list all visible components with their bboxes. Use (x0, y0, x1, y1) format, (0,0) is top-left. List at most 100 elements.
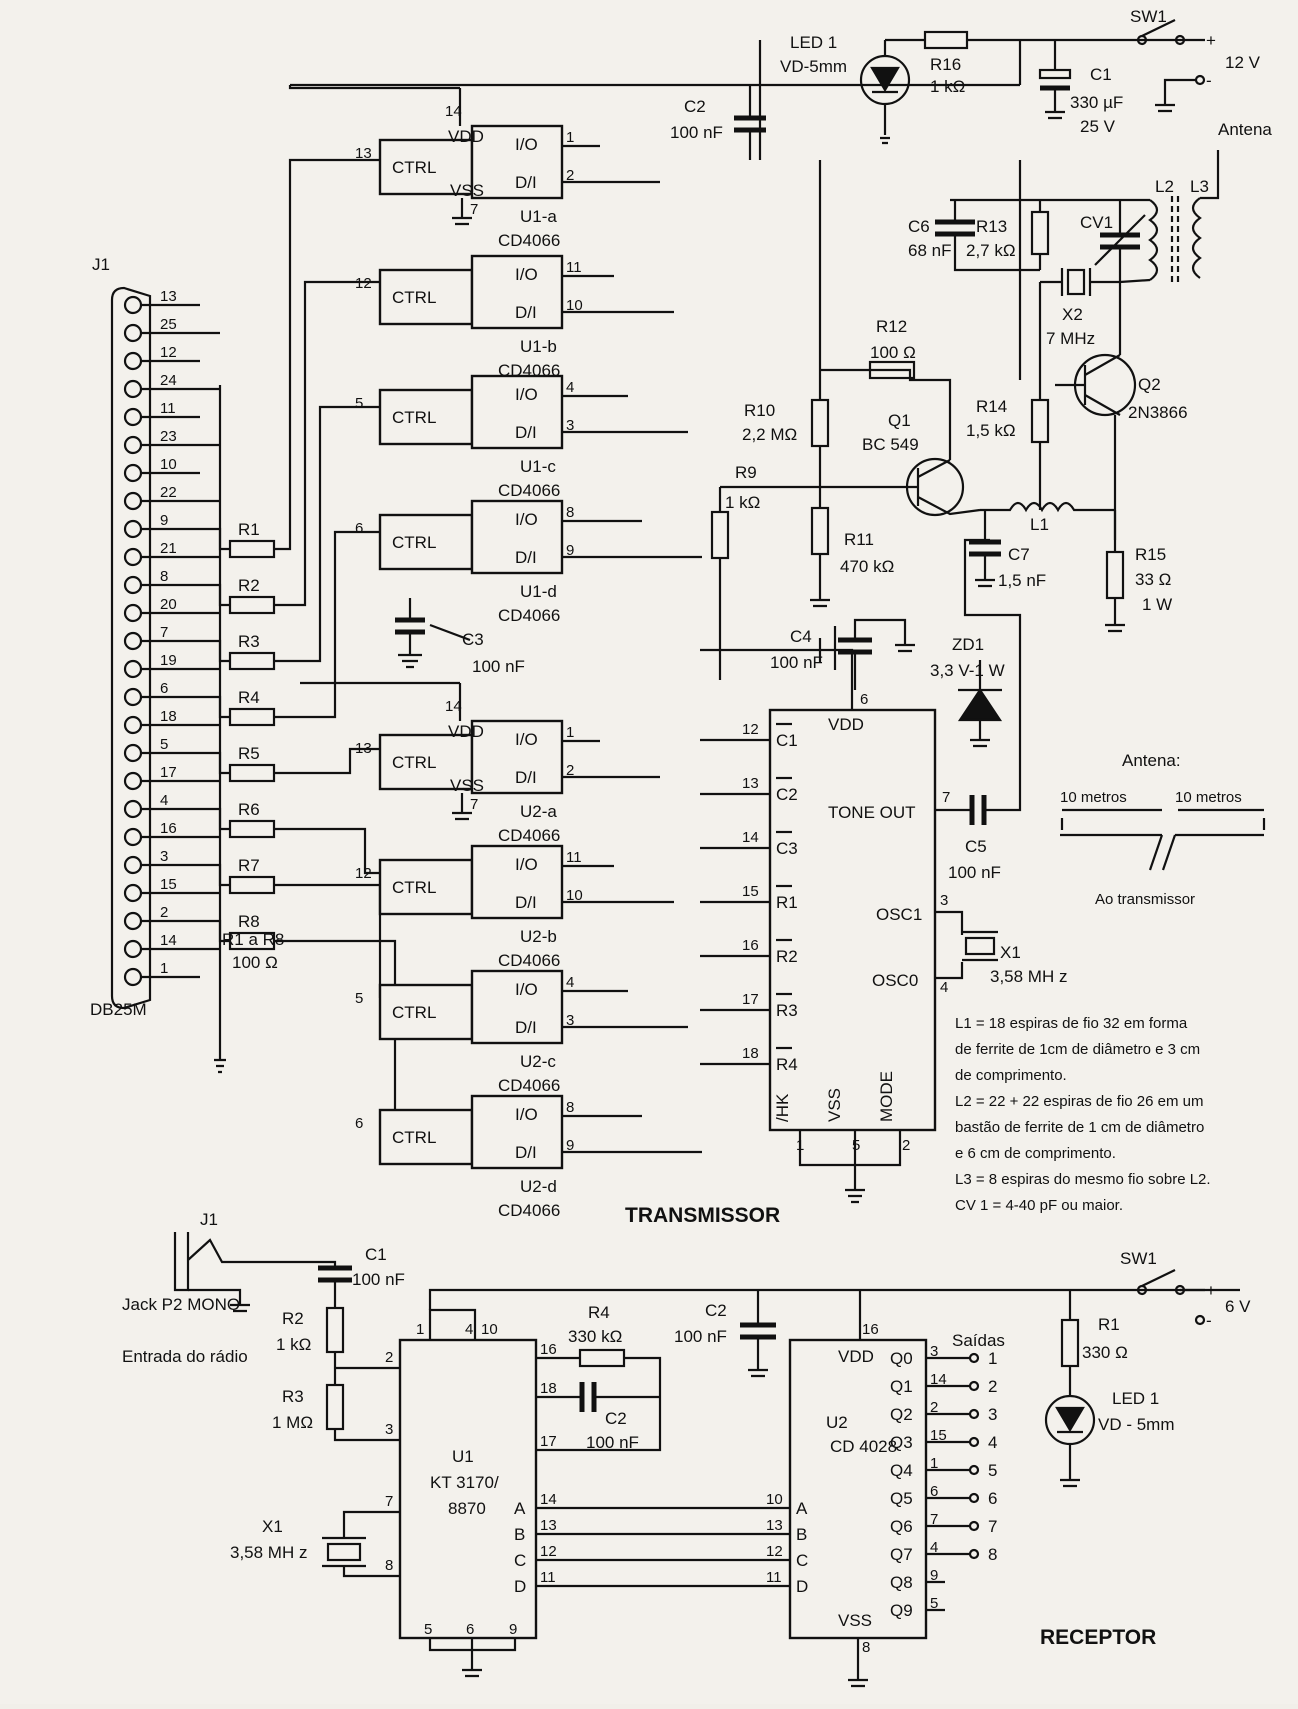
db25-pin-number: 14 (160, 932, 177, 949)
coil-note-line: e 6 cm de comprimento. (955, 1145, 1116, 1162)
led-tx-ref: LED 1 (790, 33, 837, 52)
u2-vss: VSS (838, 1611, 872, 1630)
u1-output-pin: 14 (540, 1491, 557, 1508)
outputs-label: Saídas (952, 1331, 1005, 1350)
db25-pin-number: 19 (160, 652, 177, 669)
x2-value: 7 MHz (1046, 329, 1095, 348)
db25-pin (123, 911, 143, 931)
output-number: 2 (988, 1377, 997, 1396)
switch-ctrl-label: CTRL (392, 878, 436, 897)
u1-right-pin: 16 (540, 1341, 557, 1358)
switch-ctrl-pin: 6 (355, 1115, 363, 1132)
r3-rx-ref: R3 (282, 1387, 304, 1406)
encoder-pin-name: R3 (776, 1001, 798, 1020)
switch-ctrl-pin: 5 (355, 990, 363, 1007)
switch-ctrl-pin: 5 (355, 395, 363, 412)
db25-pin-number: 13 (160, 288, 177, 305)
bank-resistor-ref: R6 (238, 800, 260, 819)
u1-right-pin: 18 (540, 1380, 557, 1397)
switch-io-pin: 1 (566, 724, 574, 741)
encoder-pin-number: 17 (742, 991, 759, 1008)
u2-input-pin: 13 (766, 1517, 783, 1534)
db25-pin (123, 715, 143, 735)
r2-rx-value: 1 kΩ (276, 1335, 311, 1354)
encoder-osc0-pin: 4 (940, 979, 948, 996)
switch-di-pin: 9 (566, 1137, 574, 1154)
u2-output-name: Q3 (890, 1433, 913, 1452)
r14-value: 1,5 kΩ (966, 421, 1016, 440)
db25-pin-number: 20 (160, 596, 177, 613)
c4-value: 100 nF (770, 653, 823, 672)
transmitter-circuit: J1 DB25M 1312111098765432125242322212019… (90, 7, 1272, 1227)
coil-note-line: de comprimento. (955, 1067, 1067, 1084)
switch-ctrl-label: CTRL (392, 408, 436, 427)
db25-pin (123, 379, 143, 399)
db25-pin-number: 9 (160, 512, 168, 529)
switch-di-label: D/I (515, 1143, 537, 1162)
u2-output-pin: 7 (930, 1511, 938, 1528)
jack-label: Jack P2 MONO (122, 1295, 240, 1314)
switch-part: CD4066 (498, 606, 560, 625)
crystal-x1-tx: X1 3,58 MH z (962, 930, 1067, 986)
c1-rx-ref: C1 (365, 1245, 387, 1264)
antenna-label: Antena (1218, 120, 1272, 139)
led-rx-ref: LED 1 (1112, 1389, 1159, 1408)
encoder-pin-number: 12 (742, 721, 759, 738)
db25-pin-number: 23 (160, 428, 177, 445)
db25-pin (123, 295, 143, 315)
encoder-bottom-label: MODE (877, 1071, 896, 1122)
coil-note-line: de ferrite de 1cm de diâmetro e 3 cm (955, 1041, 1200, 1058)
bank-resistor (228, 875, 276, 895)
db25-pin-number: 10 (160, 456, 177, 473)
crystal-x1-rx: X1 3,58 MH z (230, 1510, 400, 1578)
switch-ctrl-pin: 12 (355, 865, 372, 882)
r9-ref: R9 (735, 463, 757, 482)
led-1-rx: LED 1 VD - 5mm (1044, 1389, 1175, 1488)
coil-note-line: L2 = 22 + 22 espiras de fio 26 em um (955, 1093, 1204, 1110)
db25-pin (123, 939, 143, 959)
transmitter-title: TRANSMISSOR (625, 1204, 780, 1227)
r14-ref: R14 (976, 397, 1007, 416)
switch-ctrl-pin: 13 (355, 740, 372, 757)
db25-pin (123, 351, 143, 371)
switch-io-pin: 4 (566, 974, 574, 991)
q1-value: BC 549 (862, 435, 919, 454)
encoder-pin-number: 18 (742, 1045, 759, 1062)
supply-minus-rx: - (1206, 1311, 1212, 1330)
switch-part: CD4066 (498, 231, 560, 250)
db25-pin-number: 11 (160, 400, 176, 417)
output-number: 6 (988, 1489, 997, 1508)
switch-di-label: D/I (515, 548, 537, 567)
switch-io-label: I/O (515, 135, 538, 154)
antenna-diagram: Antena: 10 metros 10 metros Ao transmiss… (1060, 751, 1266, 908)
switch-ref: U1-c (520, 457, 556, 476)
modulator-stage: Q1 BC 549 R12 100 Ω R10 2,2 MΩ R11 470 k… (710, 160, 981, 680)
u2-vdd-pin: 16 (862, 1321, 879, 1338)
supply-value-rx: 6 V (1225, 1297, 1251, 1316)
output-terminal (968, 1436, 980, 1448)
c2-rx-value: 100 nF (674, 1327, 727, 1346)
c3-value: 100 nF (472, 657, 525, 676)
antenna-right-length: 10 metros (1175, 789, 1242, 806)
u2-output-pin: 2 (930, 1399, 938, 1416)
u2-output-pin: 15 (930, 1427, 947, 1444)
output-number: 1 (988, 1349, 997, 1368)
switch-io-label: I/O (515, 510, 538, 529)
receiver-title: RECEPTOR (1040, 1626, 1156, 1649)
db25-pin-number: 7 (160, 624, 168, 641)
switch-ctrl-label: CTRL (392, 288, 436, 307)
capacitor-c1-rx: C1 100 nF (250, 1245, 405, 1308)
bank-resistor-ref: R5 (238, 744, 260, 763)
r16-value: 1 kΩ (930, 77, 965, 96)
switch-io-label: I/O (515, 855, 538, 874)
u1-output-name: C (514, 1551, 526, 1570)
c2-rx-ref: C2 (705, 1301, 727, 1320)
u1-bottom-pin: 9 (509, 1621, 517, 1638)
c2-tx-ref: C2 (684, 97, 706, 116)
jack-p2: J1 Jack P2 MONO Entrada do rádio (122, 1210, 250, 1366)
c3-ref: C3 (462, 630, 484, 649)
r13-ref: R13 (976, 217, 1007, 236)
supply-value-tx: 12 V (1225, 53, 1261, 72)
